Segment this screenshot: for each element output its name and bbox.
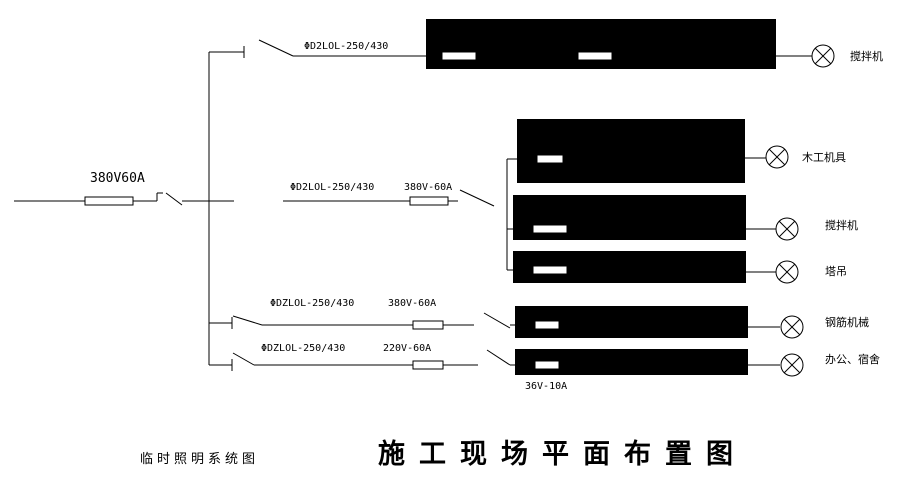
branch-3-sub-fuse [534, 320, 560, 330]
main-switch [165, 192, 183, 206]
branch-3-switch [232, 315, 263, 326]
main-fuse [84, 196, 134, 206]
branch-1-switch [258, 39, 294, 57]
branch-2-sub-3-label: 220V-10A [517, 257, 565, 268]
branch-2-fuse-label: 380V-60A [404, 182, 452, 193]
lamp-icon [775, 260, 799, 284]
branch-1-label-2: 220V-10A [568, 26, 616, 37]
branch-3-fuse-label: 380V-60A [388, 298, 436, 309]
branch-3-sub-label: 220V-10A [519, 310, 567, 321]
branch-2-sub-2-fuse [532, 224, 568, 234]
branch-1-label-1: 380V-60A [443, 26, 491, 37]
branch-1-load-label: 搅拌机 [850, 49, 883, 63]
site-layout-title: 施工现场平面布置图 [378, 439, 747, 470]
lamp-icon [775, 217, 799, 241]
lamp-icon [780, 315, 804, 339]
branch-2-sub-3-load: 塔吊 [825, 265, 847, 278]
branch-1-fuse-1 [441, 51, 477, 61]
branch-1-label-3: ΦAB63-40 [703, 26, 751, 37]
branch-2-sub-1-load: 木工机具 [802, 150, 846, 164]
branch-2-sub-1-right-label: ΦAB63-40 [672, 136, 720, 147]
branch-2-sub-1-bottom-label: 220V-10A [524, 169, 572, 180]
branch-2-fuse [409, 196, 449, 206]
lamp-icon [780, 353, 804, 377]
branch-1: ΦD2LOL-250/430 380V-60A 220V-10A ΦAB63-4… [209, 19, 883, 69]
branch-2-breaker-label: ΦD2LOL-250/430 [290, 182, 374, 193]
branch-1-breaker-label: ΦD2LOL-250/430 [304, 41, 388, 52]
branch-3-fuse [412, 320, 444, 330]
branch-4-load-label: 办公、宿舍 [825, 352, 880, 366]
branch-4-switch [232, 352, 255, 366]
branch-2: ΦD2LOL-250/430 380V-60A 220V-10 ΦAB63-40… [283, 119, 858, 284]
branch-2-sub-2-load: 搅拌机 [825, 218, 858, 232]
branch-4-sub-label: 36V-10A [525, 381, 567, 392]
branch-2-sub-2-label: 220V-10A [517, 214, 565, 225]
branch-2-sub-1-top-label: 220V-10 [533, 132, 575, 143]
branch-1-fuse-2 [577, 51, 613, 61]
branch-1-box [426, 19, 776, 69]
branch-2-switch [459, 189, 495, 207]
branch-4-fuse [412, 360, 444, 370]
branch-4-fuse-label: 220V-60A [383, 343, 431, 354]
branch-3-breaker-label: ΦDZLOL-250/430 [270, 298, 354, 309]
main-supply-label: 380V60A [90, 171, 145, 186]
branch-3: ΦDZLOL-250/430 380V-60A 220V-10A 钢筋机械 [209, 298, 869, 339]
branch-2-sub-1-box [517, 119, 745, 183]
lamp-icon [811, 44, 835, 68]
branch-4-sub-fuse [534, 360, 560, 370]
system-diagram-caption: 临时照明系统图 [140, 452, 260, 467]
lamp-icon [765, 145, 789, 169]
branch-3-load-label: 钢筋机械 [825, 315, 869, 329]
branch-4: ΦDZLOL-250/430 220V-60A 36V-10A 办公、宿舍 [209, 343, 880, 392]
branch-4-breaker-label: ΦDZLOL-250/430 [261, 343, 345, 354]
main-supply: 380V60A [14, 171, 234, 206]
branch-2-sub-1-fuse [536, 154, 564, 164]
